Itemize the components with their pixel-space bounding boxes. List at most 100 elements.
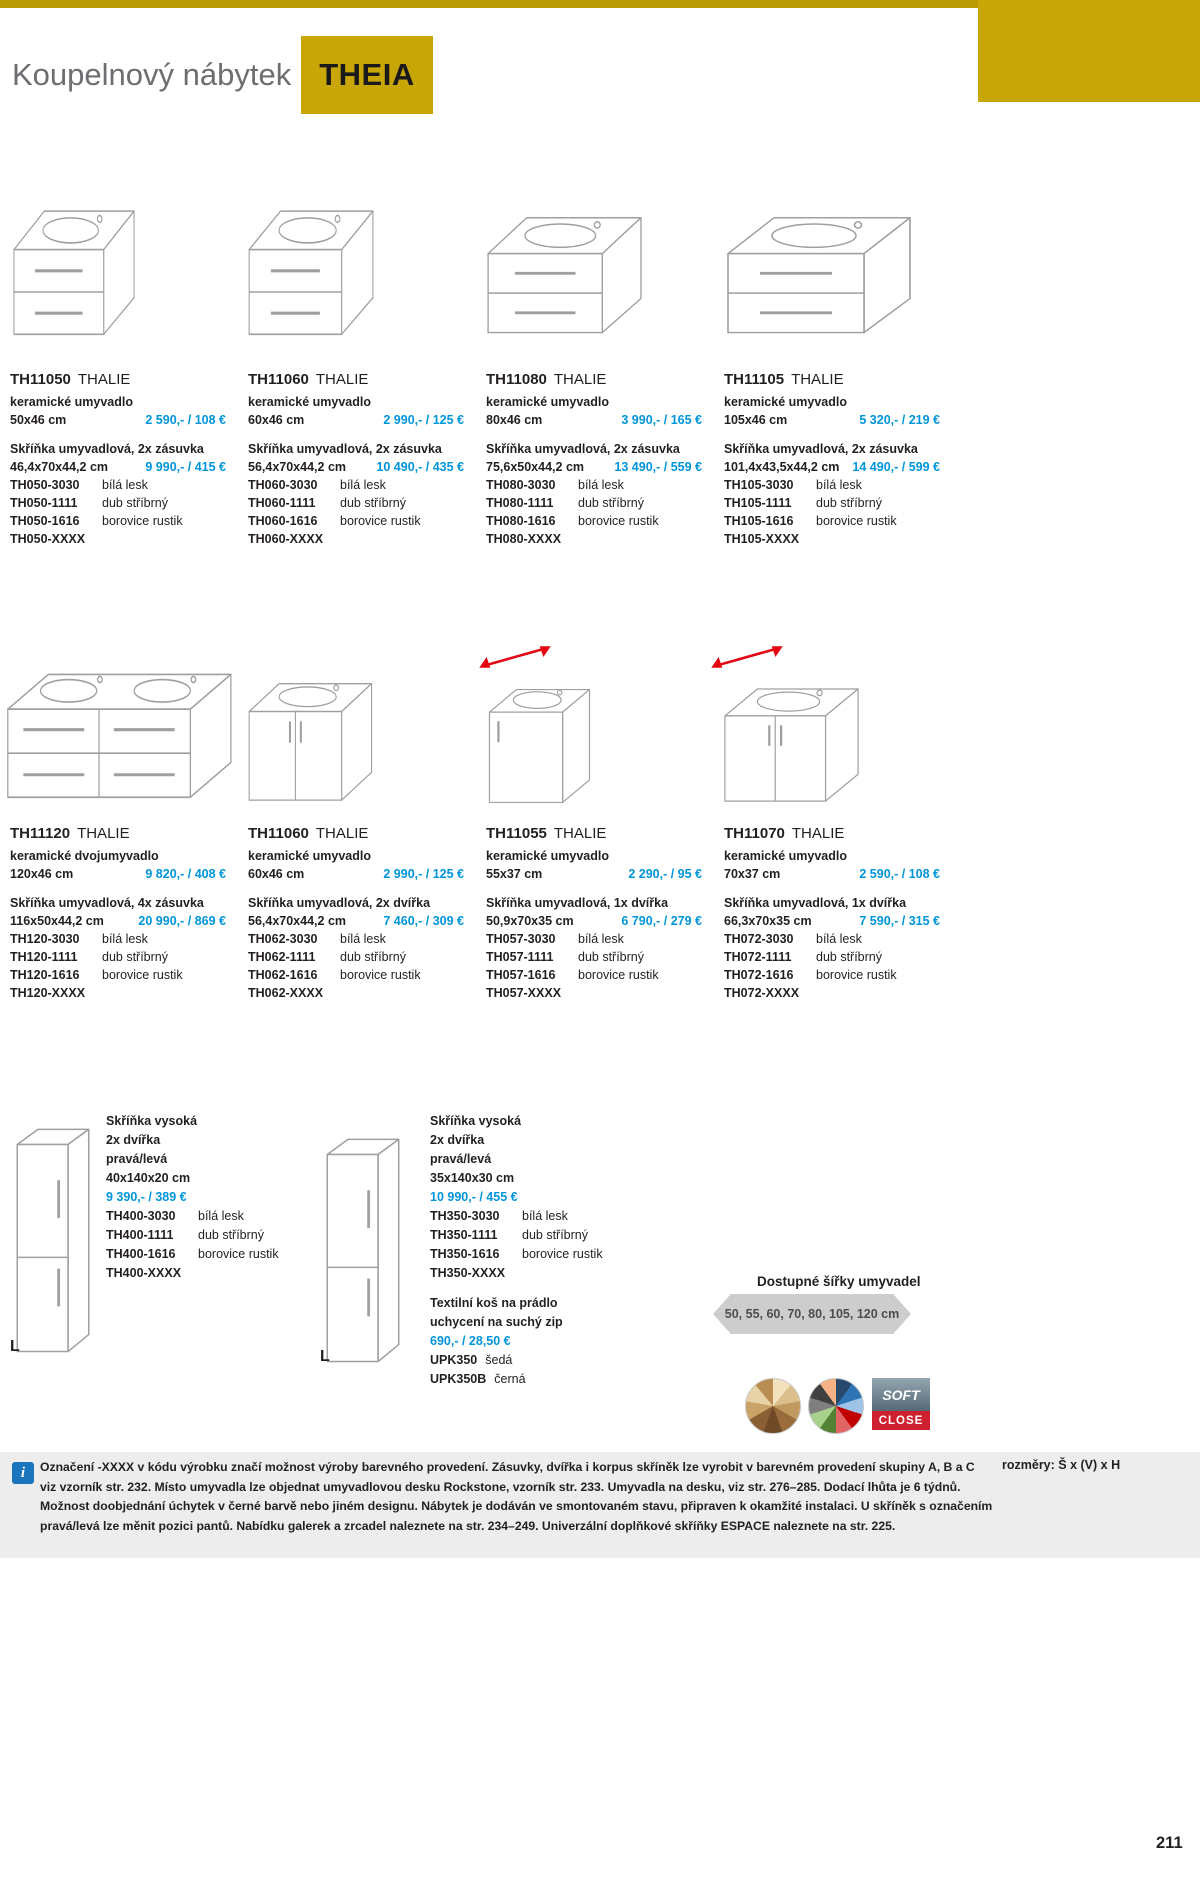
cabinet-title: Skříňka vysoká xyxy=(106,1114,198,1128)
variant-finish: bílá lesk xyxy=(198,1209,244,1223)
footer-text: Označení -XXXX v kódu výrobku značí možn… xyxy=(40,1458,993,1536)
variant-code: TH050-XXXX xyxy=(10,532,86,546)
product-series: THALIE xyxy=(315,371,369,388)
available-widths-title: Dostupné šířky umyvadel xyxy=(757,1274,921,1289)
footer-line: Možnost doobjednání úchytek v černé barv… xyxy=(40,1499,993,1513)
sink-price: 2 990,- / 125 € xyxy=(383,867,464,881)
variant-finish: borovice rustik xyxy=(102,968,183,982)
variant-finish: bílá lesk xyxy=(522,1209,568,1223)
variant-code: TH400-XXXX xyxy=(106,1266,182,1280)
sink-price: 3 990,- / 165 € xyxy=(621,413,702,427)
variant-code: TH105-1616 xyxy=(724,514,794,528)
vanity-2door-illustration xyxy=(723,687,860,803)
variant-finish: dub stříbrný xyxy=(816,496,883,510)
variant-code: TH080-XXXX xyxy=(486,532,562,546)
footer-line: viz vzorník str. 232. Místo umyvadla lze… xyxy=(40,1479,961,1494)
sink-type: keramické umyvadlo xyxy=(724,849,847,863)
variant-code: TH057-3030 xyxy=(486,932,556,946)
top-accent-bar xyxy=(0,0,1200,8)
page-title: Koupelnový nábytek xyxy=(12,57,292,92)
sink-size: 60x46 cm xyxy=(248,867,305,881)
variant-finish: bílá lesk xyxy=(578,932,624,946)
variant-finish: borovice rustik xyxy=(578,968,659,982)
basket-code: UPK350 xyxy=(430,1353,478,1367)
cabinet-type: Skříňka umyvadlová, 2x zásuvka xyxy=(724,442,918,456)
cabinet-price: 13 490,- / 559 € xyxy=(614,460,702,474)
top-right-accent-block xyxy=(978,0,1200,102)
product-code: TH11050 xyxy=(10,371,71,388)
variant-code: TH350-1111 xyxy=(430,1228,498,1242)
footer-line: pravá/levá lze měnit pozici pantů. Nabíd… xyxy=(40,1518,896,1533)
sink-type: keramické dvojumyvadlo xyxy=(10,849,159,863)
basket-color: černá xyxy=(494,1372,526,1386)
sink-type: keramické umyvadlo xyxy=(724,395,847,409)
variant-finish: dub stříbrný xyxy=(578,496,645,510)
cabinet-type: Skříňka umyvadlová, 2x dvířka xyxy=(248,896,431,910)
variant-code: TH060-3030 xyxy=(248,478,318,492)
tall-cabinet-illustration xyxy=(15,1127,91,1353)
cabinet-size: 40x140x20 cm xyxy=(106,1171,191,1185)
left-orientation-label: L xyxy=(320,1348,330,1365)
variant-finish: borovice rustik xyxy=(816,968,897,982)
sink-size: 120x46 cm xyxy=(10,867,74,881)
variant-code: TH062-3030 xyxy=(248,932,318,946)
cabinet-title: Skříňka vysoká xyxy=(430,1114,522,1128)
variant-finish: dub stříbrný xyxy=(578,950,645,964)
sink-size: 80x46 cm xyxy=(486,413,543,427)
variant-finish: dub stříbrný xyxy=(340,950,407,964)
variant-code: TH350-XXXX xyxy=(430,1266,506,1280)
vanity-2drawer-illustration xyxy=(486,216,643,335)
variant-row: TH120-XXXX xyxy=(10,984,226,1002)
sink-size: 105x46 cm xyxy=(724,413,788,427)
tall-cabinet-card: Skříňka vysoká 2x dvířka pravá/levá 35x1… xyxy=(430,1112,646,1389)
product-code: TH11060 xyxy=(248,825,309,842)
variant-finish: borovice rustik xyxy=(816,514,897,528)
cabinet-type: Skříňka umyvadlová, 1x dvířka xyxy=(486,896,669,910)
vanity-2door-illustration xyxy=(247,682,373,802)
variant-finish: bílá lesk xyxy=(340,932,386,946)
variant-finish: borovice rustik xyxy=(340,514,421,528)
variant-code: TH057-1616 xyxy=(486,968,556,982)
variant-finish: bílá lesk xyxy=(340,478,386,492)
variant-code: TH120-1111 xyxy=(10,950,78,964)
cabinet-doors: 2x dvířka xyxy=(106,1133,161,1147)
variant-code: TH350-1616 xyxy=(430,1247,500,1261)
variant-code: TH080-3030 xyxy=(486,478,556,492)
variant-code: TH060-1111 xyxy=(248,496,316,510)
page-header: Koupelnový nábytek THEIA xyxy=(12,36,433,114)
cabinet-size: 46,4x70x44,2 cm xyxy=(10,460,109,474)
cabinet-price: 9 390,- / 389 € xyxy=(106,1190,187,1204)
product-code: TH11105 xyxy=(724,371,785,388)
variant-finish: borovice rustik xyxy=(578,514,659,528)
variant-row: TH062-3030 bílá lesk xyxy=(248,930,464,948)
variant-finish: bílá lesk xyxy=(816,932,862,946)
variant-code: TH057-XXXX xyxy=(486,986,562,1000)
variant-code: TH400-1111 xyxy=(106,1228,174,1242)
variant-row: TH057-XXXX xyxy=(486,984,702,1002)
cabinet-type: Skříňka umyvadlová, 4x zásuvka xyxy=(10,896,204,910)
cabinet-size: 116x50x44,2 cm xyxy=(10,914,104,928)
sink-size: 70x37 cm xyxy=(724,867,781,881)
variant-code: TH062-XXXX xyxy=(248,986,324,1000)
cabinet-price: 10 990,- / 455 € xyxy=(430,1190,518,1204)
sink-size: 55x37 cm xyxy=(486,867,543,881)
